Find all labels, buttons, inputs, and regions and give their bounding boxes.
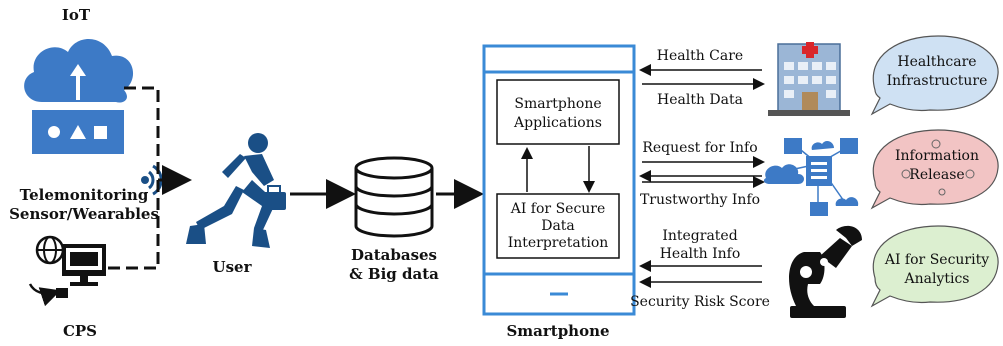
security-bubble-line1: AI for Security xyxy=(884,252,989,268)
healthcare-bubble-shape xyxy=(870,35,999,116)
telemonitoring-label-line2: Sensor/Wearables xyxy=(9,205,159,223)
information-bubble-line1: Information xyxy=(895,148,979,164)
flow-security-risk: Security Risk Score xyxy=(630,294,770,310)
ai-secure-label-line3: Interpretation xyxy=(508,235,609,251)
cloud-icon xyxy=(24,38,134,103)
user-label: User xyxy=(213,258,253,276)
database-icon xyxy=(354,156,434,238)
cps-label: CPS xyxy=(63,322,97,340)
healthcare-bubble-line2: Infrastructure xyxy=(887,73,988,89)
iot-label: IoT xyxy=(62,6,91,24)
databases-label-line1: Databases xyxy=(351,246,437,264)
hospital-icon xyxy=(768,42,850,116)
security-bubble-line2: Analytics xyxy=(904,271,970,287)
smartphone-apps-box xyxy=(496,79,620,145)
information-bubble-shape xyxy=(870,129,999,210)
smartphone-apps-label-line1: Smartphone xyxy=(514,96,601,112)
information-bubble-line2: Release xyxy=(909,167,964,183)
flow-integrated-line2: Health Info xyxy=(660,246,741,262)
flow-health-data: Health Data xyxy=(657,92,743,108)
iot-device-icon xyxy=(32,110,124,154)
flow-trustworthy-info: Trustworthy Info xyxy=(640,192,760,208)
ai-secure-label-line1: AI for Secure xyxy=(510,201,606,217)
information-bubble: Information Release xyxy=(870,129,999,210)
virus-icon xyxy=(901,139,975,196)
healthcare-bubble: Healthcare Infrastructure xyxy=(870,35,999,116)
ai-secure-data-box xyxy=(496,193,620,259)
businessman-icon xyxy=(186,133,286,248)
security-bubble: AI for Security Analytics xyxy=(870,225,999,308)
ai-secure-label-line2: Data xyxy=(541,218,575,234)
smartphone-label: Smartphone xyxy=(506,322,609,340)
smartphone-frame xyxy=(482,44,636,316)
healthcare-bubble-line1: Healthcare xyxy=(897,54,976,70)
cps-computer-icon xyxy=(28,235,106,307)
databases-label-line2: & Big data xyxy=(349,265,439,283)
flow-integrated-line1: Integrated xyxy=(662,228,737,244)
flow-health-care: Health Care xyxy=(657,48,743,64)
security-bubble-shape xyxy=(870,225,999,308)
network-icon xyxy=(763,138,859,216)
flow-request-info: Request for Info xyxy=(642,140,757,156)
smartphone-apps-label-line2: Applications xyxy=(513,115,602,131)
robot-arm-icon xyxy=(789,225,862,318)
telemonitoring-label-line1: Telemonitoring xyxy=(20,186,149,204)
dashed-connector xyxy=(106,86,192,270)
